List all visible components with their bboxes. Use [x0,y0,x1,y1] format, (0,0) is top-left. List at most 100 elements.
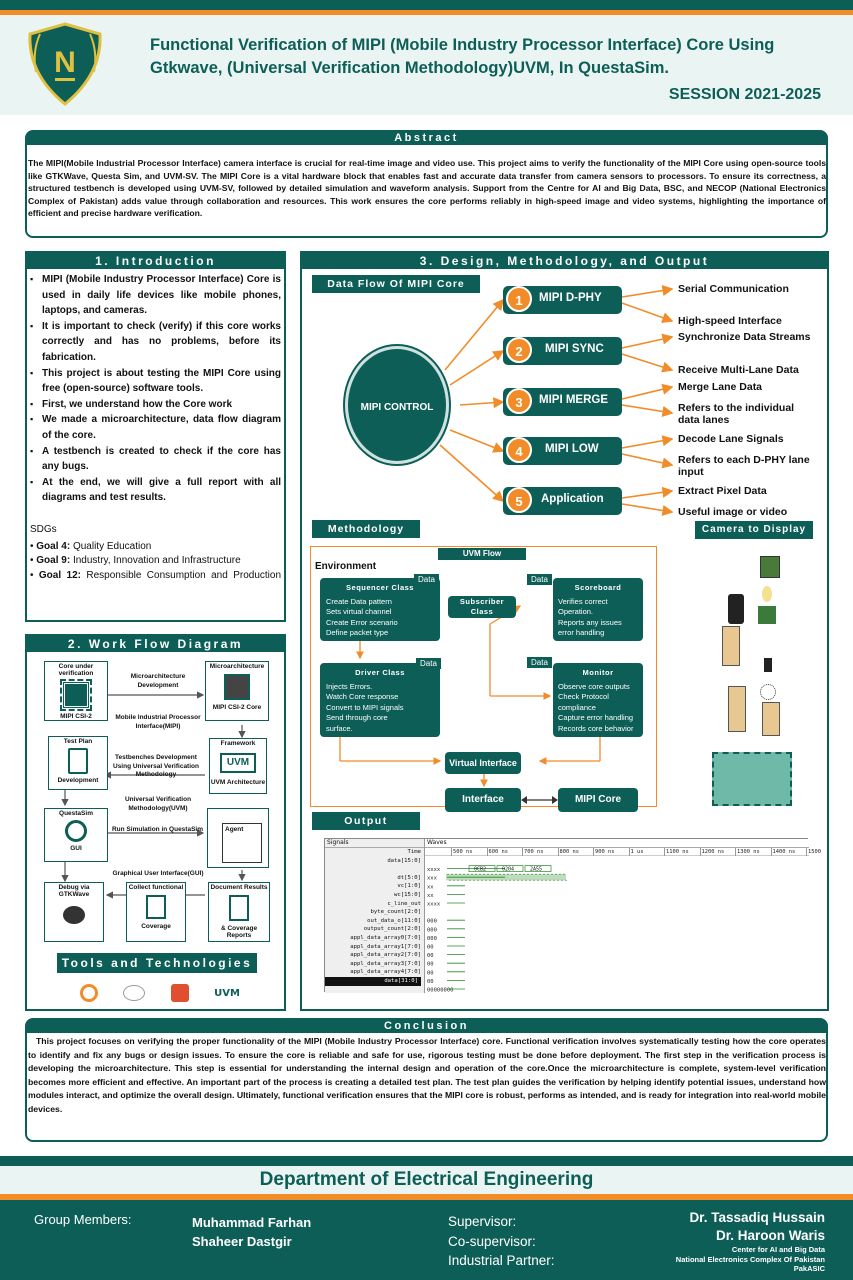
intro-item: MIPI (Mobile Industry Processor Interfac… [30,272,281,319]
workflow-label-uvm: Universal Verification Methodology(UVM) [124,796,192,812]
intro-item: This project is about testing the MIPI C… [30,366,281,397]
time-tick: 700 ns [522,848,544,856]
conclusion-text: This project focuses on verifying the pr… [28,1036,826,1114]
environment-label: Environment [315,561,377,572]
uvm-flow-title: UVM Flow [438,548,526,560]
questasim-box: QuestaSim GUI [44,808,108,862]
signal-name[interactable]: vc[1:0] [397,883,421,890]
output-label: Receive Multi-Lane Data [678,364,799,376]
gtkwave-icon [123,985,146,1001]
signal-name[interactable]: data[31:0] [325,977,421,986]
supervisor-label: Supervisor: [448,1214,517,1229]
time-tick: 1300 ns [735,848,760,856]
checklist-icon [146,895,166,919]
signal-value: 000 [427,919,437,925]
cosupervisor-label: Co-supervisor: [448,1233,536,1249]
tools-logos: UVM [80,982,240,1004]
document-box: Document Results & Coverage Reports [208,882,270,942]
signal-name[interactable]: appl_data_array4[7:0] [350,969,421,976]
bus-segment [468,865,496,872]
signal-name[interactable]: appl_data_array1[7:0] [350,943,421,950]
bus-segment [524,865,552,872]
driver-class: Driver Class Injects Errors.Watch Core r… [320,663,440,737]
signal-name[interactable]: dt[5:0] [397,874,421,881]
signal-name[interactable]: appl_data_array2[7:0] [350,952,421,959]
document-icon [229,895,249,921]
sdgs-block: SDGs • Goal 4: Quality Education • Goal … [30,523,281,583]
signal-list: Time data[15:0] dt[5:0] vc[1:0] wc[15:0] c_li… [325,848,424,993]
member-name: Shaheer Dastgir [192,1234,292,1249]
supervision-names: Dr. Tassadiq Hussain Dr. Haroon Waris Ce… [676,1209,825,1274]
output-label: Decode Lane Signals [678,433,784,445]
signal-name[interactable]: c_line_out [387,900,421,907]
supervision-labels: Supervisor: Co-supervisor: Industrial Pa… [448,1212,555,1271]
supervisor-name: Dr. Tassadiq Hussain [689,1210,825,1225]
group-members-label: Group Members: [34,1212,132,1227]
methodology-tab: Methodology [312,520,420,538]
camera-module-icon [758,606,776,624]
session-label: SESSION 2021-2025 [668,86,821,103]
output-label: Refers to each D-PHY lane input [678,454,810,478]
sdg-item: • Goal 4: Quality Education [30,540,152,552]
bus-segment [496,865,524,872]
subscriber-class: Subscriber Class [448,596,516,618]
dataflow-connectors [439,284,674,517]
signal-name[interactable]: appl_data_array0[7:0] [350,935,421,941]
partner-label: Industrial Partner: [448,1253,555,1268]
signal-value: 00 [427,945,434,951]
time-tick: 800 ns [557,848,579,856]
signal-name[interactable]: Time [407,849,421,855]
abstract-heading: Abstract [27,131,826,145]
signal-name[interactable]: wc[15:0] [394,892,421,898]
output-label: Serial Communication [678,283,789,295]
intro-item: It is important to check (verify) if thi… [30,319,281,366]
footer-orange-stripe [0,1194,853,1200]
time-tick: 1400 ns [770,848,796,856]
introduction-list: MIPI (Mobile Industry Processor Interfac… [30,272,281,506]
microarchitecture-box: Microarchitecture MIPI CSI-2 Core [205,661,269,721]
time-tick: 1 us [628,848,644,856]
output-label: Extract Pixel Data [678,485,767,497]
uvm-icon: UVM [214,987,240,999]
output-label: Useful image or video [678,506,788,518]
header-orange-stripe [0,10,853,15]
systemverilog-icon [170,984,189,1002]
workflow-label-gui: Graphical User Interface(GUI) [112,870,204,877]
questa-logo-icon [65,820,87,842]
group-members: Muhammad Farhan Shaheer Dastgir [192,1213,311,1251]
signal-value: 00 [427,970,434,976]
bus-value: 0204 [502,867,514,873]
csi-block [762,702,780,736]
signal-name[interactable]: output_count[2:0] [363,926,421,933]
output-label: Synchronize Data Streams [678,331,811,343]
signal-value: xxxx [427,867,441,873]
signal-value: xxxx [427,902,441,908]
poster-title: Functional Verification of MIPI (Mobile … [150,34,840,80]
soc-board [712,752,792,806]
output-label: Merge Lane Data [678,381,763,393]
sdg-item: • Goal 9: Industry, Innovation and Infra… [30,555,241,566]
signal-name[interactable]: data[15:0] [387,857,421,864]
microchip-icon [224,674,250,700]
header [0,15,853,115]
signal-name[interactable]: appl_data_array3[7:0] [350,960,421,967]
member-name: Muhammad Farhan [192,1215,312,1230]
time-tick: 1200 ns [699,848,725,856]
uvm-logo-icon: UVM [220,753,256,773]
partner-name: Center for AI and Big Data [731,1245,825,1254]
time-tick: 500 ns [451,848,473,856]
camera-tab: Camera to Display [695,521,813,539]
signal-name[interactable]: out_data_o[11:0] [367,917,421,924]
interface-link-arrow [521,796,558,804]
sdg-item: • Goal 12: Responsible Consumption and P… [30,569,282,581]
signal-name[interactable]: byte_count[2:0] [370,909,421,916]
workflow-label-simulation: Run Simulation in QuestaSim [111,826,203,833]
bus-value: 2A55 [530,867,542,873]
uvm-flow-arrows [339,605,601,788]
